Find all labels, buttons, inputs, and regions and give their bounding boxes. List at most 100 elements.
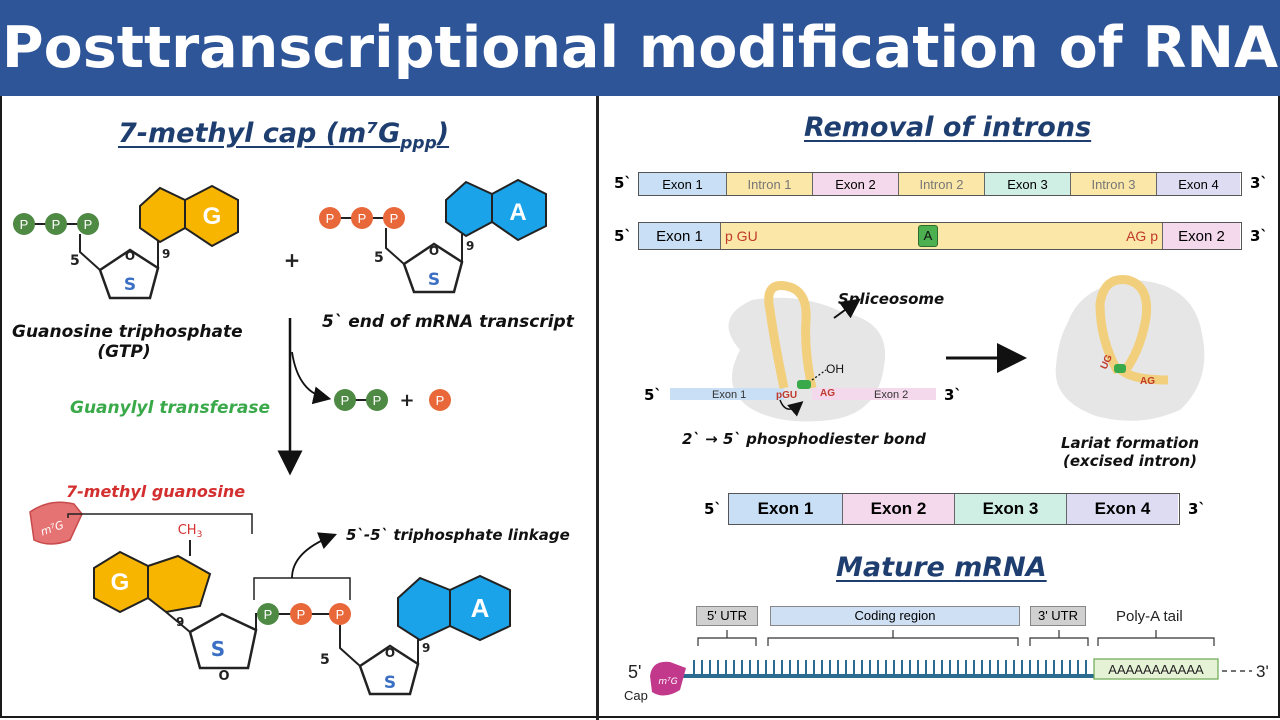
- oh-label: OH: [826, 362, 844, 376]
- five-prime-label: 5`: [614, 227, 632, 245]
- enzyme-label: Guanylyl transferase: [70, 398, 270, 418]
- carbon-9-label: 9: [422, 641, 430, 655]
- five-prime-label: 5`: [644, 386, 662, 404]
- exon2-small-label: Exon 2: [874, 389, 908, 401]
- three-prime-label: 3`: [1188, 500, 1206, 518]
- splice-site-bar: Exon 1 p GU A AG p Exon 2: [638, 222, 1242, 250]
- linkage-bracket: [253, 577, 351, 600]
- adenine-label: A: [471, 593, 490, 623]
- phosphate-label: P: [297, 607, 306, 622]
- phosphate-circle: [429, 389, 451, 411]
- intron-segment: Intron 3: [1071, 173, 1157, 195]
- mature-three-prime: 3': [1256, 662, 1269, 681]
- phosphate-circle: [13, 213, 35, 235]
- phosphate-circle: [45, 213, 67, 235]
- exon2-strand: [812, 388, 936, 400]
- mature-five-prime: 5': [628, 662, 641, 682]
- lariat-ag-label: AG: [1140, 376, 1155, 387]
- gtp-label-line2: (GTP): [97, 342, 151, 362]
- phosphodiester-label: 2` → 5` phosphodiester bond: [682, 430, 926, 448]
- exon-segment: Exon 4: [1157, 173, 1240, 195]
- utr3-label: 3' UTR: [1030, 606, 1086, 626]
- intron-segment: Intron 1: [727, 173, 813, 195]
- phosphate-label: P: [390, 211, 399, 226]
- spliced-mrna-bar: Exon 1 Exon 2 Exon 3 Exon 4: [728, 493, 1180, 525]
- spliceosome-pointer: [833, 298, 861, 319]
- phosphate-circle: [351, 207, 373, 229]
- five-prime-label: 5`: [704, 500, 722, 518]
- lariat-blob: [1055, 280, 1205, 421]
- sugar-label: S: [124, 275, 136, 295]
- lariat-label-line2: (excised intron): [1062, 452, 1198, 470]
- phosphate-label: P: [264, 607, 273, 622]
- cap-diagram: P P P 5 O S 9 G + P P P 5 O S 9 A: [13, 178, 547, 696]
- phosphate-circle: [366, 389, 388, 411]
- cap-m7g-label: m⁷G: [658, 677, 677, 687]
- header-banner: Posttranscriptional modification of RNA: [0, 0, 1280, 96]
- phosphate-label: P: [84, 217, 93, 232]
- gtp-molecule: P P P 5 O S 9 G: [13, 184, 239, 300]
- exon-segment: Exon 2: [813, 173, 899, 195]
- exon-segment: Exon 4: [1067, 494, 1178, 524]
- three-prime-label: 3`: [1250, 174, 1268, 192]
- exon-segment: Exon 3: [985, 173, 1071, 195]
- polya-label: Poly-A tail: [1116, 608, 1183, 625]
- pre-mrna-bar: Exon 1 Intron 1 Exon 2 Intron 2 Exon 3 I…: [638, 172, 1242, 196]
- coding-region-label: Coding region: [770, 606, 1020, 626]
- carbon-5-label: 5: [70, 253, 80, 269]
- page-title: Posttranscriptional modification of RNA: [1, 15, 1279, 81]
- phosphate-label: P: [20, 217, 29, 232]
- carbon-5-label: 5: [374, 250, 384, 266]
- gtp-label-line1: Guanosine triphosphate: [12, 322, 243, 342]
- carbon-9-label: 9: [162, 247, 170, 261]
- linkage-arrow: [291, 532, 338, 579]
- exon-segment: Exon 2: [1163, 223, 1240, 249]
- three-prime-label: 3`: [1250, 227, 1268, 245]
- phosphate-label: P: [436, 393, 445, 408]
- pgu-label: pGU: [776, 390, 797, 401]
- intron-segment: p GU A AG p: [721, 223, 1163, 249]
- methyl-guanosine-label: 7-methyl guanosine: [66, 482, 246, 501]
- intron-segment: Intron 2: [899, 173, 985, 195]
- phosphate-label: P: [358, 211, 367, 226]
- ag-site: AG p: [1126, 228, 1158, 244]
- lariat-loop: [1095, 275, 1169, 385]
- intron-loop: [764, 281, 817, 389]
- phosphate-circle: [383, 207, 405, 229]
- introns-section-title: Removal of introns: [804, 112, 1092, 143]
- phosphate-circle: [319, 207, 341, 229]
- ring-oxygen: O: [218, 669, 229, 684]
- phosphate-label: P: [336, 607, 345, 622]
- adenine-label: A: [509, 199, 526, 226]
- linkage-label: 5`-5` triphosphate linkage: [346, 526, 570, 544]
- exon-segment: Exon 2: [843, 494, 955, 524]
- exon-segment: Exon 1: [639, 223, 721, 249]
- gu-site: p GU: [725, 228, 758, 244]
- cap-title-close: ): [436, 118, 450, 149]
- ring-oxygen: O: [385, 646, 395, 660]
- guanine-label: G: [203, 203, 222, 230]
- lariat-branch-point: [1114, 364, 1126, 373]
- lariat-label-line1: Lariat formation: [1060, 434, 1199, 452]
- sugar-label: S: [384, 673, 396, 693]
- cap-title-sub: ppp: [400, 133, 437, 154]
- exon-segment: Exon 1: [639, 173, 727, 195]
- polya-tail-box: [1093, 658, 1219, 680]
- phosphate-circle: [334, 389, 356, 411]
- sugar-label: S: [428, 270, 440, 290]
- spliceosome-label: Spliceosome: [838, 290, 945, 308]
- exon-segment: Exon 1: [729, 494, 843, 524]
- branch-point: [797, 380, 811, 389]
- carbon-9-label: 9: [176, 615, 184, 629]
- byproducts: P P + P: [334, 389, 451, 411]
- branch-point-a: A: [918, 225, 938, 247]
- carbon-5-label: 5: [320, 652, 330, 668]
- plus-sign: +: [399, 390, 414, 411]
- panel-divider: [596, 96, 599, 720]
- ag-label: AG: [820, 388, 835, 399]
- exon1-small-label: Exon 1: [712, 389, 746, 401]
- plus-sign: +: [284, 248, 301, 272]
- mature-mrna-title: Mature mRNA: [836, 552, 1047, 583]
- polya-sequence: AAAAAAAAAAA: [1108, 662, 1204, 677]
